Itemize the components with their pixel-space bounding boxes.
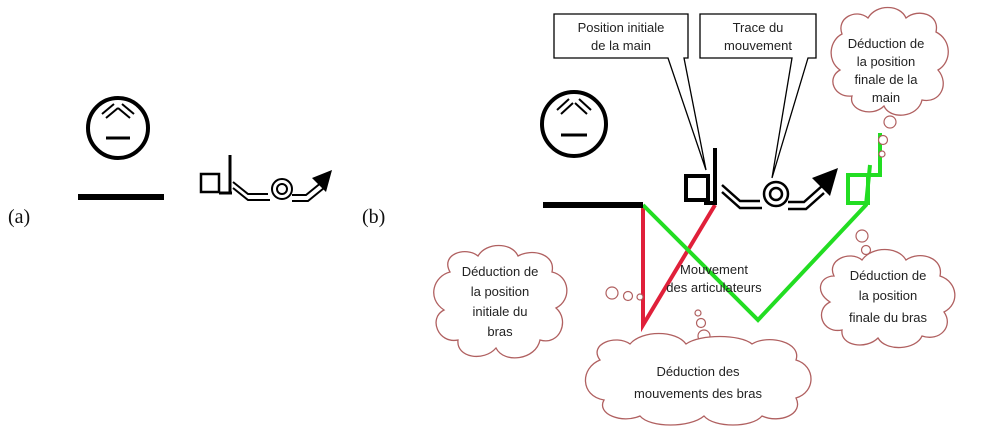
- svg-text:finale du bras: finale du bras: [849, 310, 928, 325]
- svg-text:finale de la: finale de la: [855, 72, 919, 87]
- hand-square-icon: [684, 148, 717, 205]
- cloud-position-initiale-bras: Déduction de la position initiale du bra…: [433, 244, 644, 359]
- panel-b-notation: Position initiale de la main Trace du mo…: [433, 6, 956, 426]
- svg-text:mouvement: mouvement: [724, 38, 792, 53]
- svg-text:Déduction de: Déduction de: [850, 268, 927, 283]
- callout-trace-mouvement: Trace du mouvement: [699, 13, 817, 179]
- svg-text:mouvements des bras: mouvements des bras: [634, 386, 762, 401]
- spiral-movement-arrow-icon: [232, 170, 332, 202]
- svg-text:Déduction de: Déduction de: [462, 264, 539, 279]
- panel-a-label: (a): [8, 206, 31, 228]
- face-symbol-icon: [86, 96, 150, 160]
- svg-text:main: main: [872, 90, 900, 105]
- label-mouvement-articulateurs: Mouvement des articulateurs: [666, 262, 762, 295]
- svg-text:la position: la position: [859, 288, 918, 303]
- cloud-position-finale-main: Déduction de la position finale de la ma…: [830, 6, 949, 158]
- hand-square-icon: [199, 155, 232, 195]
- svg-text:Déduction de: Déduction de: [848, 36, 925, 51]
- panel-a-notation: [78, 96, 332, 202]
- red-arm-line: [641, 203, 717, 333]
- svg-text:bras: bras: [487, 324, 513, 339]
- svg-text:la position: la position: [471, 284, 530, 299]
- svg-text:Mouvement: Mouvement: [680, 262, 748, 277]
- svg-text:de la main: de la main: [591, 38, 651, 53]
- cloud-position-finale-bras: Déduction de la position finale du bras: [819, 229, 956, 349]
- svg-text:la position: la position: [857, 54, 916, 69]
- callout-position-initiale-main: Position initiale de la main: [553, 13, 707, 171]
- svg-text:initiale du: initiale du: [473, 304, 528, 319]
- face-symbol-icon: [540, 90, 608, 158]
- cloud-mouvements-bras: Déduction des mouvements des bras: [584, 309, 812, 426]
- svg-text:Position initiale: Position initiale: [578, 20, 665, 35]
- svg-text:des articulateurs: des articulateurs: [666, 280, 762, 295]
- svg-text:Trace du: Trace du: [733, 20, 784, 35]
- spiral-movement-arrow-icon: [721, 168, 838, 211]
- svg-text:Déduction des: Déduction des: [656, 364, 740, 379]
- panel-b-label: (b): [362, 206, 386, 228]
- green-hand-square: [846, 133, 882, 205]
